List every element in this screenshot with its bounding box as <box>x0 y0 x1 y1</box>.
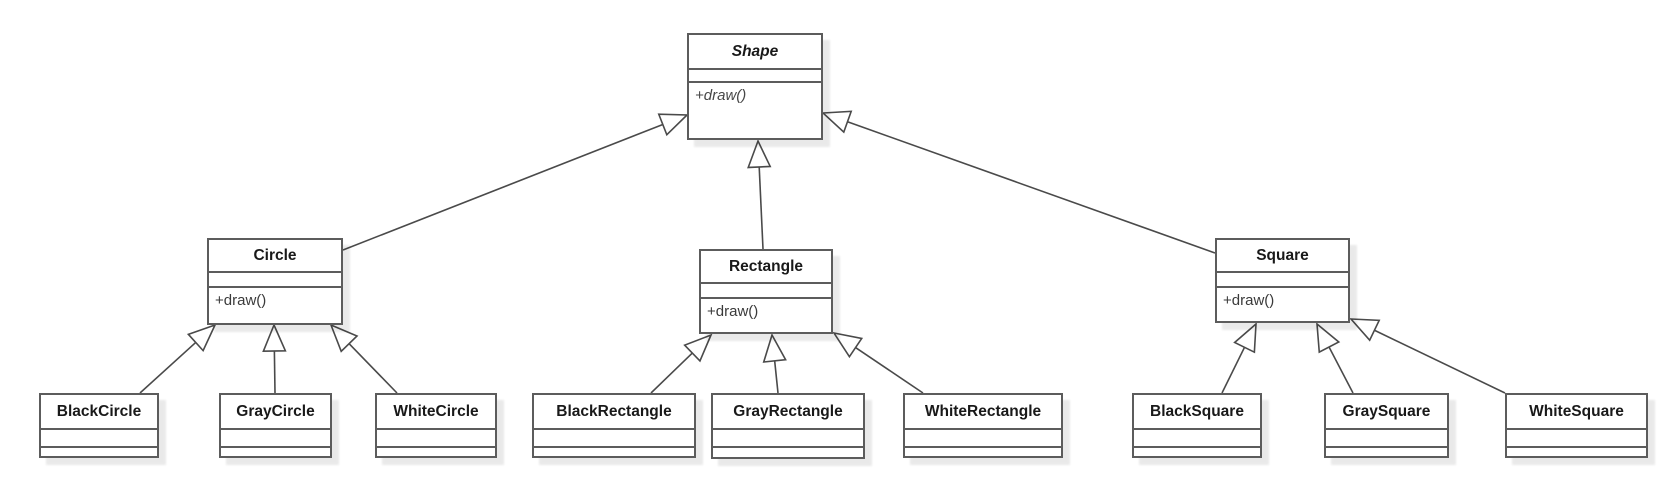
hollow-triangle-arrowhead <box>747 138 772 169</box>
class-title: WhiteCircle <box>377 395 495 430</box>
class-graysquare: GraySquare <box>1324 393 1449 458</box>
attributes-compartment <box>41 430 157 448</box>
attributes-compartment <box>1326 430 1447 448</box>
hollow-triangle-arrowhead <box>262 322 287 352</box>
hollow-triangle-arrowhead <box>1233 322 1257 354</box>
attributes-compartment <box>377 430 495 448</box>
hollow-triangle-arrowhead <box>762 332 787 363</box>
generalization-whitecircle-to-circle <box>329 323 398 394</box>
methods-compartment <box>1326 448 1447 456</box>
generalization-blacksquare-to-square <box>1221 322 1257 394</box>
methods-compartment <box>221 448 330 456</box>
attributes-compartment <box>701 284 831 299</box>
generalization-graycircle-to-circle <box>262 322 287 394</box>
methods-compartment <box>713 448 863 457</box>
class-blacksquare: BlackSquare <box>1132 393 1262 458</box>
class-title: GraySquare <box>1326 395 1447 430</box>
class-title: Circle <box>209 240 341 273</box>
generalization-blackrectangle-to-rectangle <box>650 333 713 394</box>
methods-compartment: +draw() <box>695 87 747 104</box>
attributes-compartment <box>689 70 821 83</box>
class-title: WhiteRectangle <box>905 395 1061 430</box>
class-whitecircle: WhiteCircle <box>375 393 497 458</box>
methods-compartment <box>377 448 495 456</box>
class-shape: Shape +draw() <box>687 33 823 140</box>
hollow-triangle-arrowhead <box>186 323 217 353</box>
attributes-compartment <box>209 273 341 288</box>
class-title: BlackCircle <box>41 395 157 430</box>
class-title: Rectangle <box>701 251 831 284</box>
attributes-compartment <box>1507 430 1646 448</box>
class-blackcircle: BlackCircle <box>39 393 159 458</box>
attributes-compartment <box>905 430 1061 448</box>
generalization-square-to-shape <box>821 110 1216 254</box>
class-circle: Circle +draw() <box>207 238 343 325</box>
methods-compartment <box>1134 448 1260 456</box>
class-title: Shape <box>689 35 821 70</box>
methods-compartment: +draw() <box>215 292 267 309</box>
class-grayrectangle: GrayRectangle <box>711 393 865 459</box>
attributes-compartment <box>713 430 863 448</box>
generalization-circle-to-shape <box>342 113 689 251</box>
class-square: Square +draw() <box>1215 238 1350 323</box>
hollow-triangle-arrowhead <box>1349 318 1381 342</box>
class-blackrectangle: BlackRectangle <box>532 393 696 458</box>
class-graycircle: GrayCircle <box>219 393 332 458</box>
attributes-compartment <box>534 430 694 448</box>
class-title: BlackSquare <box>1134 395 1260 430</box>
class-title: Square <box>1217 240 1348 273</box>
class-title: BlackRectangle <box>534 395 694 430</box>
methods-compartment <box>534 448 694 456</box>
hollow-triangle-arrowhead <box>821 110 853 134</box>
methods-compartment: +draw() <box>1223 292 1275 309</box>
class-title: GrayCircle <box>221 395 330 430</box>
generalization-graysquare-to-square <box>1316 322 1354 394</box>
class-whiterectangle: WhiteRectangle <box>903 393 1063 458</box>
attributes-compartment <box>221 430 330 448</box>
hollow-triangle-arrowhead <box>683 333 713 363</box>
hollow-triangle-arrowhead <box>329 323 359 353</box>
methods-compartment: +draw() <box>707 303 759 320</box>
methods-compartment <box>905 448 1061 456</box>
attributes-compartment <box>1217 273 1348 288</box>
generalization-grayrectangle-to-rectangle <box>762 332 787 394</box>
hollow-triangle-arrowhead <box>657 113 689 137</box>
generalization-whitesquare-to-square <box>1349 318 1506 394</box>
hollow-triangle-arrowhead <box>1316 322 1341 354</box>
generalization-whiterectangle-to-rectangle <box>832 331 924 394</box>
methods-compartment <box>1507 448 1646 456</box>
class-title: WhiteSquare <box>1507 395 1646 430</box>
class-title: GrayRectangle <box>713 395 863 430</box>
methods-compartment <box>41 448 157 456</box>
class-whitesquare: WhiteSquare <box>1505 393 1648 458</box>
class-rectangle: Rectangle +draw() <box>699 249 833 334</box>
generalization-rectangle-to-shape <box>747 138 772 250</box>
hollow-triangle-arrowhead <box>832 331 864 359</box>
attributes-compartment <box>1134 430 1260 448</box>
generalization-blackcircle-to-circle <box>139 323 217 394</box>
